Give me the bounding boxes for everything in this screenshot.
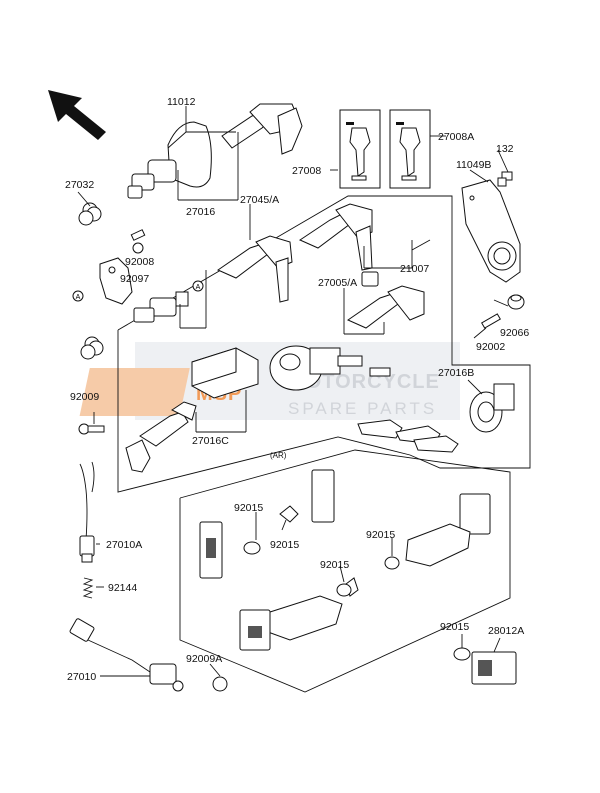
part-27010A: 27010A — [106, 539, 142, 551]
part-92097: 92097 — [120, 273, 149, 285]
switch-27010A — [79, 461, 95, 563]
part-27005A: 27005/A — [318, 277, 357, 289]
ar-bracket-set — [199, 469, 517, 685]
spring-92144 — [82, 577, 94, 599]
part-132: 132 — [496, 143, 514, 155]
part-27016B: 27016B — [438, 367, 474, 379]
ignition-switch-upper — [78, 103, 303, 226]
part-92002: 92002 — [476, 341, 505, 353]
part-27045A: 27045/A — [240, 194, 279, 206]
part-27008: 27008 — [292, 165, 321, 177]
part-27016C: 27016C — [192, 435, 229, 447]
part-92015-a: 92015 — [234, 502, 263, 514]
part-92008: 92008 — [125, 256, 154, 268]
part-27008A: 27008A — [438, 131, 474, 143]
reference-marker-a2: A — [192, 280, 204, 292]
main-lock-27005A — [269, 345, 391, 391]
part-92009: 92009 — [70, 391, 99, 403]
part-92144: 92144 — [108, 582, 137, 594]
watermark-subtitle: SPARE PARTS — [288, 399, 437, 418]
part-27010: 27010 — [67, 671, 96, 683]
helmet-lock-27016C — [125, 347, 259, 473]
part-27016: 27016 — [186, 206, 215, 218]
key-set-21007 — [298, 203, 425, 329]
part-labels: 11012 27032 27016 27045/A 27008 27008A 1… — [65, 96, 529, 683]
part-27032: 27032 — [65, 179, 94, 191]
part-92015-b: 92015 — [270, 539, 299, 551]
leader-lines — [77, 106, 509, 677]
svg-text:A: A — [196, 284, 201, 291]
svg-text:A: A — [76, 294, 81, 301]
key-27008A — [389, 109, 431, 189]
part-28012A: 28012A — [488, 625, 524, 637]
watermark: MSP MOTORCYCLE SPARE PARTS — [79, 342, 460, 420]
variant-label-ar: (AR) — [270, 451, 287, 460]
part-92009A: 92009A — [186, 653, 222, 665]
seat-lock-27016B — [357, 383, 515, 453]
part-11012: 11012 — [167, 96, 196, 108]
direction-arrow-icon — [48, 90, 106, 140]
part-92015-d: 92015 — [320, 559, 349, 571]
reference-marker-a1: A — [72, 290, 84, 302]
assembly-outlines — [117, 195, 531, 693]
part-11049B: 11049B — [456, 159, 491, 171]
part-92015-e: 92015 — [440, 621, 469, 633]
bracket-92097 — [99, 229, 146, 305]
bushing-92066 — [507, 294, 525, 310]
bolt-132 — [497, 171, 513, 187]
part-21007: 21007 — [400, 263, 429, 275]
part-92066: 92066 — [500, 327, 529, 339]
ignition-switch-middle — [80, 235, 293, 360]
part-92015-c: 92015 — [366, 529, 395, 541]
cover-plate-11049B — [461, 179, 521, 283]
key-27008 — [339, 109, 381, 189]
screw-92009 — [78, 423, 105, 435]
watermark-title: MOTORCYCLE — [288, 371, 440, 393]
switch-27010 — [69, 618, 228, 692]
bolt-92002 — [481, 313, 501, 329]
